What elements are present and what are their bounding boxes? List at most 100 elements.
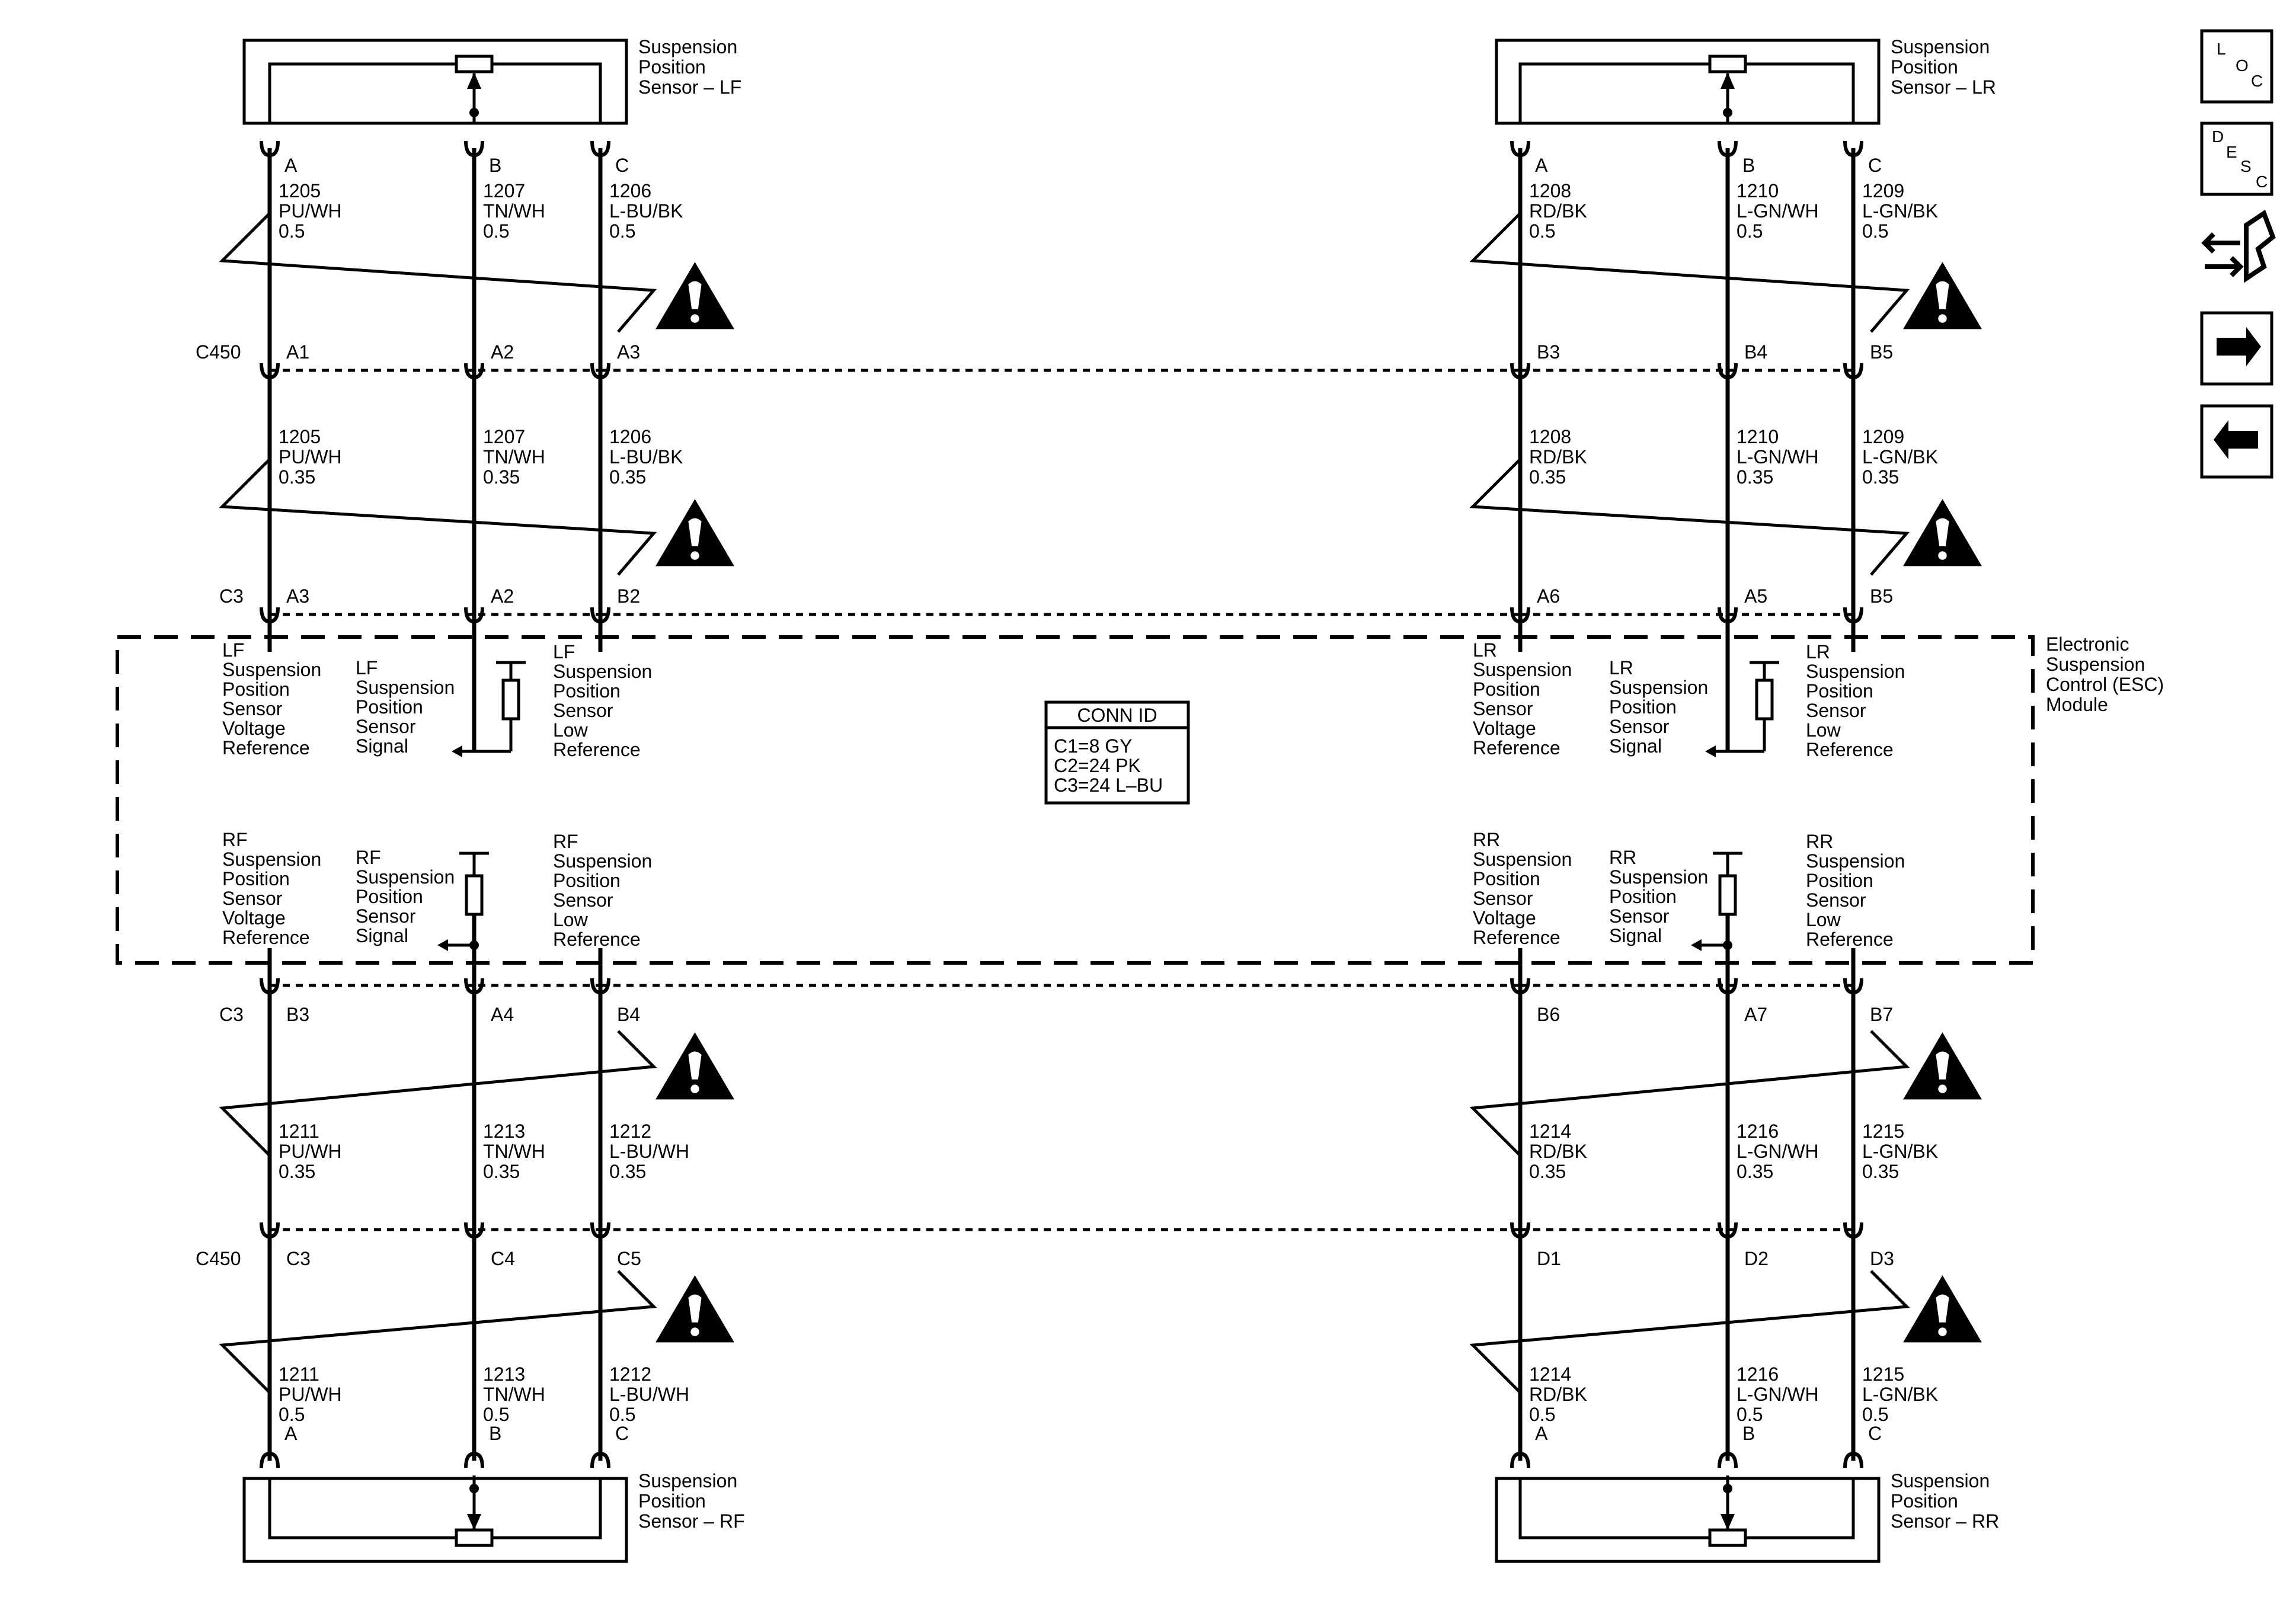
connector-terminal <box>1510 1222 1530 1239</box>
connector-pin-label: D2 <box>1744 1248 1769 1269</box>
loc-button-label: L <box>2217 40 2226 58</box>
connector-terminal <box>464 1451 484 1468</box>
module-lf-low-label: Low <box>553 719 589 741</box>
desc-button[interactable] <box>2200 121 2273 196</box>
module-rf-ref-label: Position <box>222 868 290 889</box>
wire-label-rf-lower: 1212 <box>609 1363 651 1385</box>
module-rf-signal-label: Position <box>356 886 423 907</box>
warning-icon <box>1903 1275 1982 1343</box>
module-rr-ref-label: Position <box>1473 868 1540 889</box>
wire-label-rf-lower: TN/WH <box>483 1384 545 1405</box>
connector-c3_bottom-name: C3 <box>219 1004 244 1025</box>
connector-terminal <box>260 978 280 995</box>
connector-terminal <box>590 363 610 380</box>
module-lf-ref-label: Voltage <box>222 718 286 739</box>
resistor-icon <box>1755 678 1774 721</box>
sensor-pin-label: B <box>1742 155 1755 176</box>
module-rf-low-label: Low <box>553 909 589 930</box>
module-lr-low-label: Reference <box>1806 739 1894 760</box>
module-lf-ref-label: LF <box>222 639 244 661</box>
module-lf-ref-label: Reference <box>222 737 310 758</box>
sensor-rr-housing <box>1495 1477 1881 1563</box>
module-lf-signal-label: Signal <box>356 735 408 757</box>
wire-label-lr-upper: L-GN/WH <box>1737 200 1819 222</box>
wire-label-lf-upper: TN/WH <box>483 200 545 222</box>
module-lf-signal-label: Suspension <box>356 677 455 698</box>
module-lf-ref-label: Position <box>222 678 290 700</box>
next-page-button[interactable] <box>2200 311 2273 386</box>
wire-label-lf-upper: 1205 <box>279 180 321 201</box>
sensor-lr-housing <box>1495 39 1881 125</box>
connector-pin-label: B3 <box>1537 341 1560 363</box>
module-lr-low-label: Position <box>1806 680 1873 702</box>
twisted-pair-lr-1 <box>1469 212 1910 333</box>
wire-label-lr-upper: 0.5 <box>1737 220 1763 242</box>
wire-label-lf-lower: 1206 <box>609 426 651 447</box>
esc-module-title: Electronic <box>2046 633 2129 655</box>
module-rr-signal-label: RR <box>1609 847 1636 868</box>
warning-icon <box>1903 262 1982 329</box>
module-lr-ref-label: LR <box>1473 639 1497 661</box>
wire-label-lr-lower: 0.35 <box>1862 466 1899 488</box>
warning-icon <box>655 262 734 329</box>
connector-pin-label: B2 <box>617 585 640 607</box>
potentiometer-icon <box>1708 1528 1747 1547</box>
connector-pin-label: B3 <box>286 1004 309 1025</box>
module-lr-low-label: Low <box>1806 719 1841 741</box>
connector-terminal <box>1843 978 1863 995</box>
wire-label-lf-lower: 1205 <box>279 426 321 447</box>
connector-pin-label: D1 <box>1537 1248 1561 1269</box>
module-lr-ref-label: Voltage <box>1473 718 1536 739</box>
wire-label-lr-lower: 1210 <box>1737 426 1779 447</box>
connector-pin-label: A1 <box>286 341 309 363</box>
warning-icon <box>655 1032 734 1100</box>
wire-label-rf-lower: 0.5 <box>609 1404 635 1425</box>
twisted-pair-lf-2 <box>219 458 657 576</box>
module-lr-low-label: LR <box>1806 641 1830 662</box>
wire-label-lf-lower: L-BU/BK <box>609 446 683 468</box>
wire-label-lr-upper: RD/BK <box>1529 200 1587 222</box>
resistor-icon <box>465 874 484 916</box>
wire-label-lf-lower: 0.35 <box>483 466 520 488</box>
module-lr-signal-label: Suspension <box>1609 677 1708 698</box>
sensor-lr-element <box>1518 62 1855 125</box>
connector-pin-label: A3 <box>286 585 309 607</box>
module-lr-signal-label: Position <box>1609 696 1677 718</box>
twisted-pair-rr-1 <box>1469 1030 1910 1157</box>
connector-end-view-icon[interactable] <box>2201 232 2244 277</box>
connector-terminal <box>464 140 484 158</box>
connector-c450_bottom-name: C450 <box>196 1248 241 1269</box>
sensor-pin-label: C <box>1868 1423 1882 1444</box>
sensor-lr-title: Position <box>1891 56 1958 78</box>
sensor-rr-element <box>1518 1477 1855 1539</box>
next-arrow-icon <box>2217 327 2261 366</box>
twisted-pair-rf-2 <box>219 1270 657 1394</box>
wire-label-lf-upper: 0.5 <box>483 220 509 242</box>
connector-terminal <box>590 978 610 995</box>
connector-terminal <box>1718 363 1738 380</box>
module-rf-ref-label: Sensor <box>222 888 283 909</box>
connector-pin-label: C3 <box>286 1248 311 1269</box>
connector-terminal <box>1718 1451 1738 1468</box>
connector-terminal <box>590 1451 610 1468</box>
connector-terminal <box>1718 978 1738 995</box>
module-rf-ref-label: Suspension <box>222 849 321 870</box>
wire-label-lf-upper: 0.5 <box>609 220 635 242</box>
sensor-lf-title: Suspension <box>638 36 737 57</box>
module-rf-signal-label: Signal <box>356 925 408 946</box>
esc-module-title: Suspension <box>2046 654 2145 675</box>
connector-pin-label: A7 <box>1744 1004 1767 1025</box>
loc-button[interactable] <box>2200 29 2273 104</box>
wire-label-rf-lower: 1213 <box>483 1363 525 1385</box>
connector-terminal <box>1510 363 1530 380</box>
connector-terminal <box>1843 1222 1863 1239</box>
module-lf-signal-label: LF <box>356 657 378 678</box>
conn-id-line: C1=8 GY <box>1054 735 1133 757</box>
wire-label-lr-upper: 1208 <box>1529 180 1571 201</box>
wiper-arrow-icon <box>1721 1514 1735 1530</box>
module-lr-ref-label: Reference <box>1473 737 1560 758</box>
signal-arrow-icon <box>1705 745 1716 757</box>
wire-label-rf-lower: PU/WH <box>279 1384 342 1405</box>
connector-terminal <box>1843 140 1863 158</box>
sensor-rf-title: Position <box>638 1490 706 1512</box>
